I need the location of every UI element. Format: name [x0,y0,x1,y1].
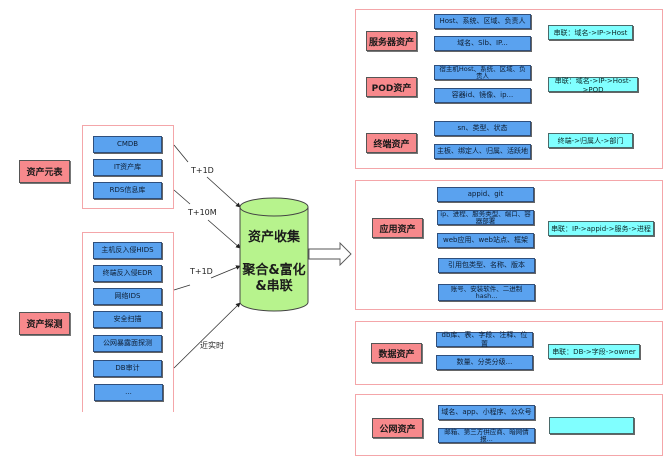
source-item-rds[interactable]: RDS信息库 [93,182,162,199]
category-endpoint: 终端资产 [366,133,417,153]
category-public: 公网资产 [372,418,423,438]
server-relation: 串联：域名->IP->Host [548,25,633,40]
arrow-rds-2 [207,219,241,249]
category-label: 资产探测 [26,320,63,330]
source-item-public-exposure[interactable]: 公网暴露面探测 [93,335,162,352]
public-relation [549,417,634,434]
endpoint-item-board[interactable]: 主板、绑定人、归属、活跃地 [434,144,531,159]
pod-item-host[interactable]: 宿主机Host、系统、区域、负责人 [434,65,531,80]
source-item-hids[interactable]: 主机反入侵HIDS [93,242,162,259]
source-item-security-scan[interactable]: 安全扫描 [93,311,162,328]
collector-subtitle-1: 聚合&富化 [242,263,306,278]
arrow-cmdb-2 [206,176,241,208]
app-item-appid[interactable]: appid、git [437,187,534,202]
category-pod: POD资产 [366,77,417,97]
collector-title: 资产收集 [247,230,300,245]
category-app: 应用资产 [372,218,423,238]
output-arrow [308,241,352,267]
source-item-cmdb[interactable]: CMDB [93,136,162,153]
server-item-domain[interactable]: 域名、Slb、IP... [434,36,531,51]
pod-relation: 串联：域名->IP->Host->POD [548,77,638,94]
arrow-label-db-audit: 近实时 [200,341,224,350]
source-item-edr[interactable]: 终端反入侵EDR [93,265,162,282]
pod-item-container[interactable]: 容器id、镜像、ip... [434,88,531,103]
app-item-package[interactable]: 引用包类型、名称、版本 [438,258,535,273]
category-detection: 资产探测 [19,312,70,335]
arrow-rds [173,189,191,205]
app-item-process[interactable]: ip、进程、服务类型、端口、容器部署 [437,210,534,225]
data-item-count[interactable]: 数量、分类分级... [436,355,533,370]
source-item-network-ids[interactable]: 网络IDS [93,288,162,305]
source-item-more[interactable]: ... [94,384,163,401]
source-item-it-asset-db[interactable]: IT资产库 [93,159,162,176]
arrow-cmdb [173,144,189,163]
arrow-db-audit [173,302,241,369]
endpoint-item-sn[interactable]: sn、类型、状态 [434,121,531,136]
category-label: 资产元表 [26,168,63,178]
source-item-db-audit[interactable]: DB审计 [93,360,162,377]
server-item-host[interactable]: Host、系统、区域、负责人 [434,14,531,29]
arrow-label-ids: T+1D [190,267,213,276]
data-relation: 串联：DB->字段->owner [548,344,640,359]
category-data: 数据资产 [371,343,422,363]
app-relation: 串联：IP->appid->服务->进程 [548,221,654,236]
endpoint-relation: 终端->归属人->部门 [548,133,633,148]
app-item-account[interactable]: 账号、安装软件、二进制hash... [438,284,535,301]
data-item-db[interactable]: db库、表、字段、注释、位置 [436,331,533,348]
arrow-label-rds: T+10M [188,208,217,217]
app-item-web[interactable]: web应用、web站点、框架 [437,233,534,248]
public-item-email[interactable]: 邮箱、第三方供应商、暗网情报... [438,428,535,443]
arrow-ids [173,284,191,291]
category-meta-table: 资产元表 [19,160,70,183]
collector-subtitle-2: &串联 [255,279,293,294]
public-item-domain[interactable]: 域名、app、小程序、公众号 [438,405,535,420]
arrow-label-cmdb: T+1D [191,166,214,175]
category-server: 服务器资产 [366,31,417,51]
